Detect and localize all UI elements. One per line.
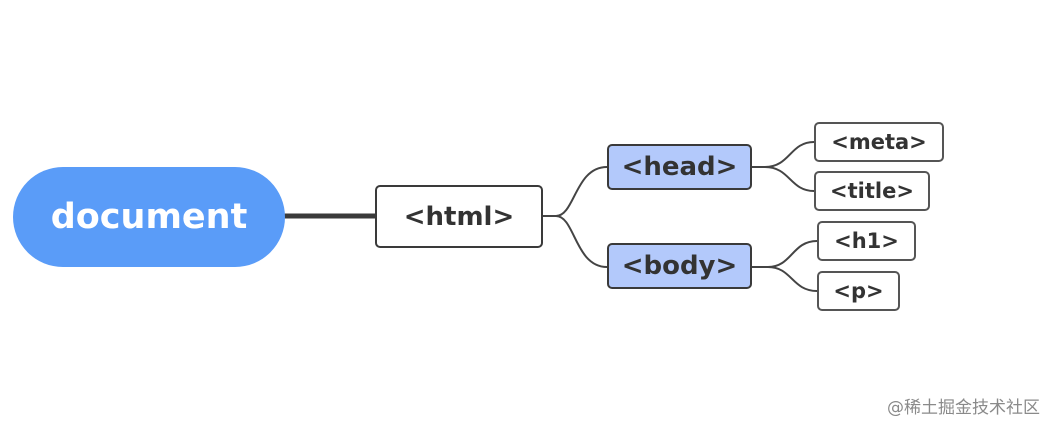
node-body[interactable]: <body> (607, 243, 752, 289)
node-h1-label: <h1> (834, 229, 899, 253)
node-p-label: <p> (833, 279, 884, 303)
connector-html-head (542, 166, 608, 217)
node-head-label: <head> (621, 152, 738, 182)
node-html[interactable]: <html> (375, 185, 543, 248)
connector-body-h1 (751, 240, 818, 268)
root-node-label: document (50, 197, 248, 237)
node-head[interactable]: <head> (607, 144, 752, 190)
node-p[interactable]: <p> (817, 271, 900, 311)
watermark: @稀土掘金技术社区 (887, 398, 1040, 418)
node-meta[interactable]: <meta> (814, 122, 944, 162)
connector-head-meta (751, 141, 815, 168)
node-body-label: <body> (621, 251, 738, 281)
connector-head-title (764, 166, 815, 192)
node-title-label: <title> (830, 179, 914, 203)
node-h1[interactable]: <h1> (817, 221, 916, 261)
connector-body-p (767, 266, 818, 292)
node-meta-label: <meta> (831, 130, 927, 154)
connector-html-body (555, 215, 608, 268)
root-node-document[interactable]: document (13, 167, 285, 267)
node-html-label: <html> (403, 201, 515, 232)
node-title[interactable]: <title> (814, 171, 930, 211)
